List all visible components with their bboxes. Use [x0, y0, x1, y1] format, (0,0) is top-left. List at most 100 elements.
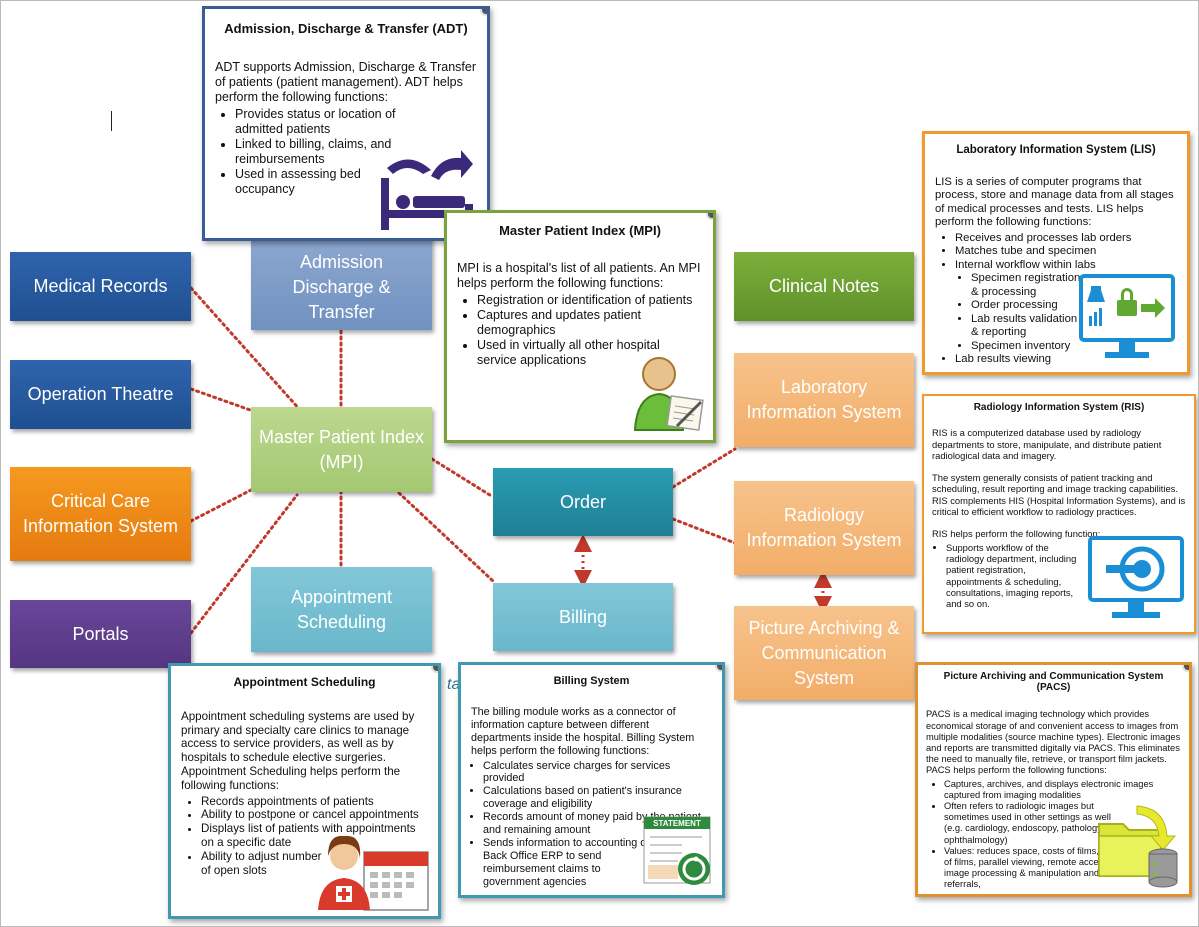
mpi-card-intro: MPI is a hospital's list of all patients… [457, 261, 701, 290]
pacs-card-bullet: Often refers to radiologic images but so… [944, 801, 1124, 846]
card-corner-pin-icon [715, 665, 722, 672]
lis-card-title: Laboratory Information System (LIS) [956, 144, 1156, 156]
link-order-lis [671, 447, 737, 489]
hospital-bed-icon [381, 150, 473, 230]
node-operation-theatre-label: Operation Theatre [27, 384, 174, 404]
ris-card-bullets: Supports workflow of the radiology depar… [932, 542, 1082, 610]
adt-info-card: Admission, Discharge & Transfer (ADT) AD… [202, 6, 490, 241]
adt-card-intro: ADT supports Admission, Discharge & Tran… [215, 60, 476, 104]
appointment-card-bullets: Records appointments of patients Ability… [181, 795, 428, 878]
node-appointment-label: Appointment Scheduling [290, 586, 393, 632]
node-clinical-notes-label: Clinical Notes [768, 276, 880, 296]
pacs-card-bullet: Captures, archives, and displays electro… [944, 779, 1181, 801]
link-mpi-billing [397, 491, 495, 583]
node-ris[interactable]: Radiology Information System [734, 481, 914, 575]
appointment-card-bullet: Ability to adjust number of open slots [201, 850, 331, 878]
link-critical-care-mpi [189, 487, 255, 523]
mpi-card-bullets: Registration or identification of patien… [457, 293, 703, 368]
node-clinical-notes[interactable]: Clinical Notes [734, 252, 914, 321]
mpi-card-bullet: Used in virtually all other hospital ser… [477, 338, 677, 368]
appointment-card-intro: Appointment scheduling systems are used … [181, 709, 415, 792]
mpi-card-bullet: Registration or identification of patien… [477, 293, 703, 308]
ris-card-para3: RIS helps perform the following function… [932, 528, 1101, 540]
node-medical-records[interactable]: Medical Records [10, 252, 191, 321]
billing-card-bullet: Sends information to accounting or Back … [483, 837, 658, 889]
node-operation-theatre[interactable]: Operation Theatre [10, 360, 191, 429]
appointment-card-bullet: Displays list of patients with appointme… [201, 822, 428, 850]
billing-card-bullets: Calculates service charges for services … [471, 760, 712, 889]
stray-text-fragment: ta [447, 676, 461, 693]
node-adt[interactable]: Admission Discharge & Transfer [251, 231, 432, 330]
appointment-card-bullet: Ability to postpone or cancel appointmen… [201, 808, 428, 822]
mpi-card-bullet: Captures and updates patient demographic… [477, 308, 652, 338]
lis-card-sub-bullet: Specimen inventory [971, 340, 1085, 354]
lis-card-sub-bullet: Specimen registration & processing [971, 272, 1085, 299]
node-critical-care-label: Critical Care Information System [22, 491, 179, 536]
lis-card-bullets: Receives and processes lab orders Matche… [935, 232, 1177, 273]
appointment-card-title: Appointment Scheduling [233, 675, 376, 689]
node-portals-label: Portals [72, 623, 129, 644]
lis-card-last-bullets: Lab results viewing [935, 353, 1177, 367]
node-ris-label: Radiology Information System [746, 505, 902, 550]
node-billing[interactable]: Billing [493, 583, 673, 651]
lis-card-bullet: Receives and processes lab orders [955, 232, 1177, 246]
mpi-card-title: Master Patient Index (MPI) [499, 223, 661, 238]
adt-card-bullet: Linked to billing, claims, and reimburse… [235, 137, 440, 167]
node-pacs-label: Picture Archiving & Communication System [748, 617, 900, 688]
billing-card-bullet: Calculations based on patient's insuranc… [483, 785, 712, 811]
card-corner-pin-icon [480, 9, 487, 16]
text-cursor [111, 111, 112, 131]
adt-card-bullets: Provides status or location of admitted … [215, 107, 440, 197]
node-mpi[interactable]: Master Patient Index (MPI) [251, 407, 432, 492]
node-lis-label: Laboratory Information System [746, 377, 902, 422]
ris-card-para1: RIS is a computerized database used by r… [932, 427, 1162, 461]
ris-info-card: Radiology Information System (RIS) RIS i… [922, 394, 1196, 634]
billing-info-card: Billing System The billing module works … [458, 662, 725, 898]
ris-card-title: Radiology Information System (RIS) [973, 402, 1145, 413]
nurse-calendar-icon [318, 835, 429, 911]
pacs-card-bullet: Values: reduces space, costs of films, l… [944, 846, 1124, 891]
lis-card-intro: LIS is a series of computer programs tha… [935, 175, 1174, 229]
lis-card-sub-bullet: Lab results validation & reporting [971, 313, 1085, 340]
ris-card-bullet: Supports workflow of the radiology depar… [946, 542, 1082, 610]
node-appointment[interactable]: Appointment Scheduling [251, 567, 432, 652]
pacs-card-title: Picture Archiving and Communication Syst… [943, 671, 1164, 694]
appointment-card-bullet: Records appointments of patients [201, 795, 428, 809]
lis-card-bullet: Internal workflow within labs [955, 259, 1177, 273]
card-corner-pin-icon [1182, 665, 1189, 672]
statement-label: STATEMENT [653, 819, 701, 828]
pacs-card-bullets: Captures, archives, and displays electro… [926, 779, 1181, 891]
node-mpi-label: Master Patient Index (MPI) [258, 426, 425, 472]
lis-info-card: Laboratory Information System (LIS) LIS … [922, 131, 1190, 375]
card-corner-pin-icon [431, 666, 438, 673]
pacs-card-intro: PACS is a medical imaging technology whi… [926, 709, 1181, 776]
lis-card-bullet: Matches tube and specimen [955, 245, 1177, 259]
folder-database-icon [1098, 805, 1178, 888]
ris-card-para2: The system generally consists of patient… [932, 472, 1186, 518]
lab-computer-lock-icon [1079, 274, 1175, 358]
appointment-info-card: Appointment Scheduling Appointment sched… [168, 663, 441, 919]
lis-card-sub-bullet: Order processing [971, 299, 1085, 313]
billing-card-bullet: Calculates service charges for services … [483, 760, 712, 786]
link-portals-mpi [189, 493, 299, 635]
node-lis[interactable]: Laboratory Information System [734, 353, 914, 447]
link-mpi-order [430, 457, 495, 499]
node-medical-records-label: Medical Records [33, 276, 168, 296]
node-adt-label: Admission Discharge & Transfer [292, 252, 391, 322]
node-order[interactable]: Order [493, 468, 673, 536]
patient-record-icon [633, 357, 704, 431]
billing-card-title: Billing System [553, 675, 630, 687]
pacs-info-card: Picture Archiving and Communication Syst… [915, 662, 1192, 897]
node-order-label: Order [559, 491, 606, 512]
mri-monitor-icon [1088, 536, 1184, 618]
adt-card-bullet: Used in assessing bed occupancy [235, 167, 365, 197]
lis-card-bullet: Lab results viewing [955, 353, 1177, 367]
adt-card-title: Admission, Discharge & Transfer (ADT) [224, 21, 468, 36]
link-order-ris [671, 517, 737, 545]
node-critical-care[interactable]: Critical Care Information System [10, 467, 191, 561]
node-pacs[interactable]: Picture Archiving & Communication System [734, 606, 914, 700]
node-portals[interactable]: Portals [10, 600, 191, 668]
card-corner-pin-icon [706, 213, 713, 220]
